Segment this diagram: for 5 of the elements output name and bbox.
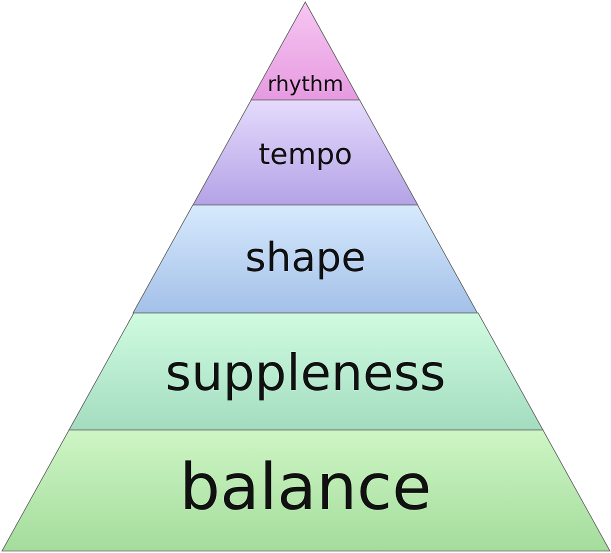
- layer-label: balance: [180, 456, 432, 520]
- layer-label: rhythm: [267, 74, 344, 95]
- layer-label: shape: [245, 238, 366, 278]
- layer-label: tempo: [258, 140, 352, 169]
- layer-label: suppleness: [165, 348, 446, 398]
